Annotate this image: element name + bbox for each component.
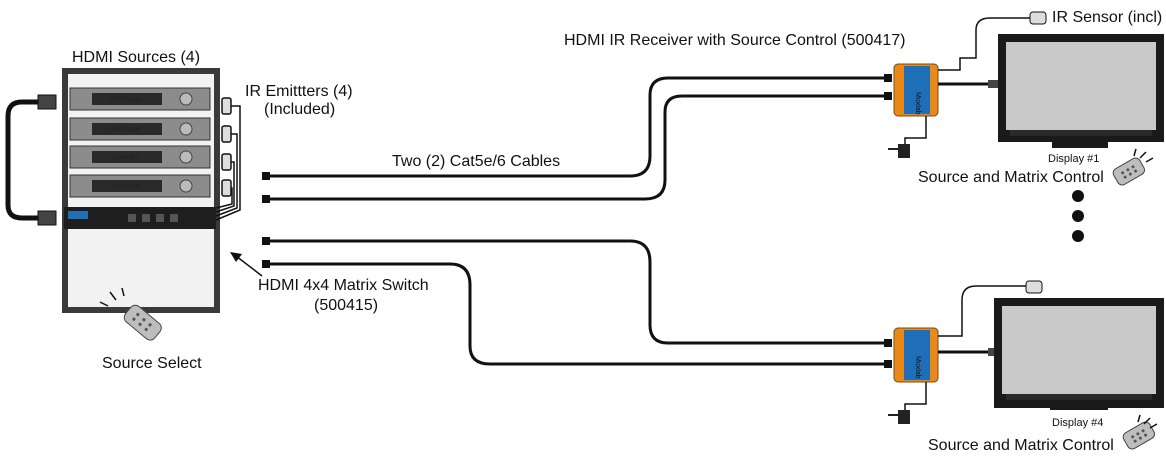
receiver-title: HDMI IR Receiver with Source Control (50… [564, 32, 905, 49]
cable-connector-icon [37, 94, 57, 110]
display-4 [994, 298, 1164, 410]
rack-device-4: DVD Player [69, 174, 211, 198]
matrix-switch-model: (500415) [314, 297, 378, 314]
cat5-cables-top [262, 74, 892, 203]
ir-receiver-bottom: Muxlab [888, 285, 1026, 424]
display-4-label: Display #4 [1052, 417, 1103, 429]
ir-receiver-top: Muxlab [888, 17, 1030, 158]
source-matrix-control-bottom: Source and Matrix Control [928, 437, 1114, 454]
rack-device-label: Cable Box [112, 155, 140, 161]
matrix-switch-unit [64, 207, 216, 229]
rack-device-label: DVD Player [110, 184, 141, 190]
rack-device-1: DVD Player [69, 87, 211, 111]
remote-icon [1122, 421, 1156, 450]
power-adapter-icon [898, 144, 910, 158]
ir-wave-icon [1137, 414, 1158, 429]
cat5-cables-bottom [262, 237, 892, 368]
display-1-label: Display #1 [1048, 153, 1099, 165]
rack-device-2: DVD Player [69, 117, 211, 141]
cables-label: Two (2) Cat5e/6 Cables [392, 153, 560, 170]
ir-sensor-top [1029, 11, 1047, 25]
remote-icon [1112, 157, 1146, 186]
rack-device-3: Cable Box [69, 145, 211, 169]
hdmi-loop-cable [5, 94, 57, 226]
rack-device-label: DVD Player [110, 97, 141, 103]
more-displays-dots [1072, 190, 1084, 242]
rack-device-label: DVD Player [110, 127, 141, 133]
ir-wave-icon [99, 287, 125, 307]
ir-sensor-label: IR Sensor (incl) [1052, 9, 1162, 26]
ir-emitters [215, 97, 241, 221]
svg-text:Muxlab: Muxlab [914, 92, 921, 115]
power-adapter-icon [898, 410, 910, 424]
ir-emitters-label: IR Emittters (4) [245, 83, 353, 100]
source-matrix-control-top: Source and Matrix Control [918, 169, 1104, 186]
cable-connector-icon [37, 210, 57, 226]
matrix-pointer-arrow [230, 252, 263, 277]
ir-sensor-bottom [1025, 280, 1043, 294]
svg-text:Muxlab: Muxlab [914, 356, 921, 379]
display-1 [998, 34, 1164, 148]
equipment-rack: DVD Player DVD Player Cable Box DVD Play… [62, 68, 220, 313]
matrix-switch-label: HDMI 4x4 Matrix Switch [258, 277, 429, 294]
source-select-label: Source Select [102, 355, 202, 372]
ir-emitters-sublabel: (Included) [264, 101, 335, 118]
hdmi-sources-label: HDMI Sources (4) [72, 49, 200, 66]
remote-icon [123, 304, 162, 341]
ir-wave-icon [1133, 148, 1154, 163]
